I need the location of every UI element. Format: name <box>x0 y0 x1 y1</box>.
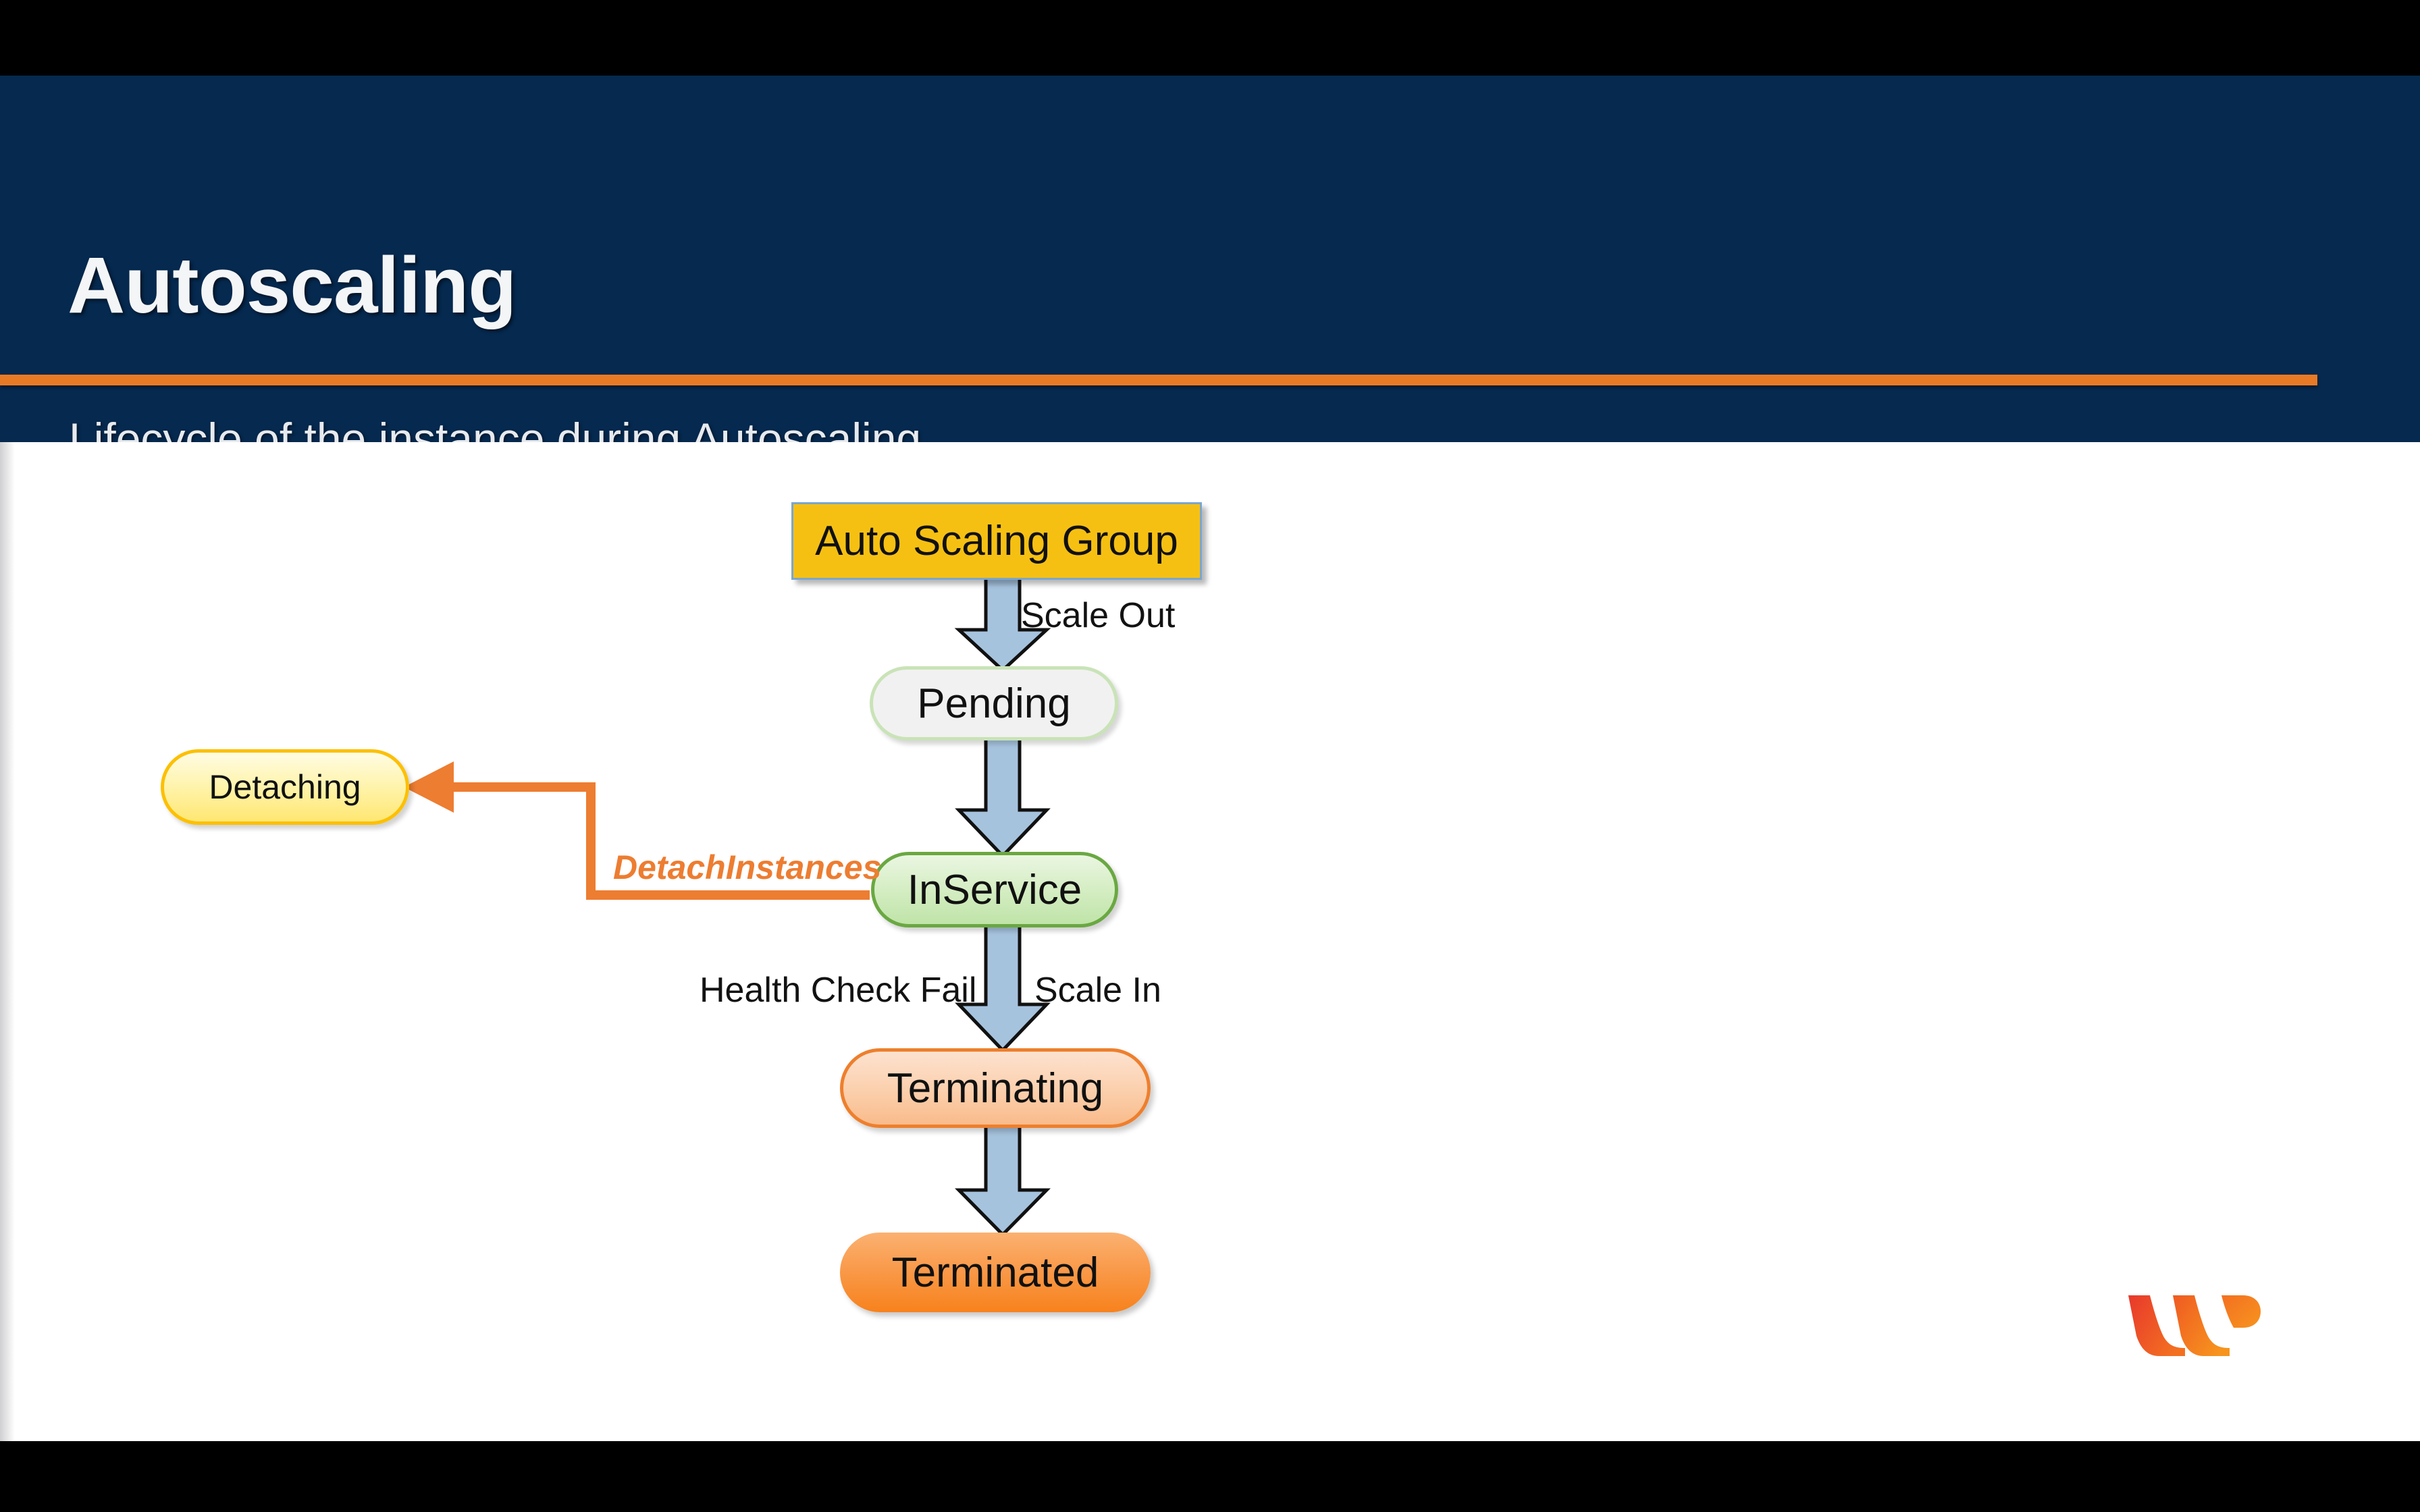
page-title: Autoscaling <box>68 241 517 330</box>
node-auto-scaling-group[interactable]: Auto Scaling Group <box>791 502 1202 580</box>
header-divider-rule <box>0 375 2317 385</box>
edge-label-health-check-fail: Health Check Fail <box>700 971 977 1010</box>
edge-label-scale-out: Scale Out <box>1021 596 1176 635</box>
slide-canvas <box>0 442 2420 1441</box>
arrow-inservice-to-terminating <box>955 923 1051 1053</box>
node-detaching[interactable]: Detaching <box>161 749 409 825</box>
whizlabs-logo-icon <box>2128 1295 2261 1356</box>
arrow-pending-to-inservice <box>955 735 1051 859</box>
slide-header: Autoscaling Lifecycle of the instance du… <box>0 76 2420 464</box>
node-terminated[interactable]: Terminated <box>840 1233 1151 1312</box>
edge-label-scale-in: Scale In <box>1034 971 1161 1010</box>
arrow-asg-to-pending <box>954 575 1051 673</box>
node-inservice[interactable]: InService <box>871 852 1118 927</box>
arrow-terminating-to-terminated <box>955 1124 1051 1237</box>
node-pending[interactable]: Pending <box>870 666 1118 740</box>
bottom-letterbox-bar <box>0 1441 2420 1512</box>
edge-label-detach-instances: DetachInstances <box>613 848 882 886</box>
node-terminating[interactable]: Terminating <box>840 1048 1151 1128</box>
